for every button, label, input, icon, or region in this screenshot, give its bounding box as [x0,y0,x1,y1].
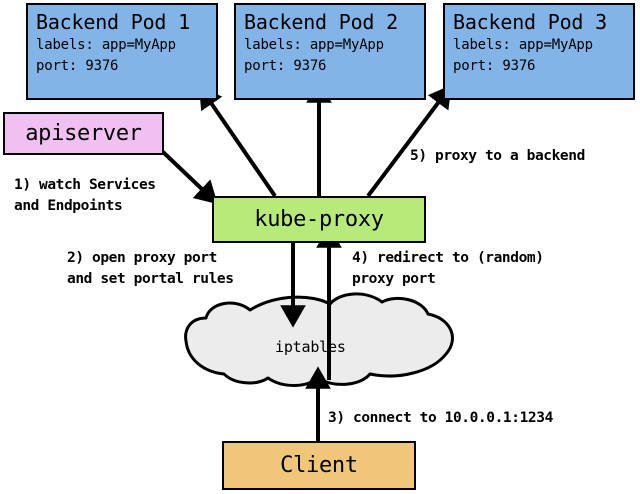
apiserver-box: apiserver [3,112,164,155]
arrow-kubeproxy-to-pod3 [366,84,452,198]
iptables-label: iptables [275,338,346,356]
step-1-line-1: 1) watch Services [14,177,156,193]
backend-pod-1-title: Backend Pod 1 [36,10,190,34]
step-3-line-1: 3) connect to 10.0.0.1:1234 [328,410,553,426]
step-3-label: 3) connect to 10.0.0.1:1234 [328,408,553,429]
backend-pod-1-box: Backend Pod 1 labels: app=MyApp port: 93… [26,3,218,100]
arrow-apiserver-to-kubeproxy [161,150,218,205]
step-2-line-1: 2) open proxy port [67,250,217,266]
step-2-line-2: and set portal rules [67,271,234,287]
iptables-cloud [184,292,454,387]
step-4-label: 4) redirect to (random) proxy port [352,248,544,290]
backend-pod-1-port: port: 9376 [36,58,119,74]
backend-pod-1-labels: labels: app=MyApp [36,37,176,53]
backend-pod-3-port: port: 9376 [453,58,536,74]
backend-pod-3-box: Backend Pod 3 labels: app=MyApp port: 93… [443,3,635,100]
step-4-line-1: 4) redirect to (random) [352,250,544,266]
arrow-kubeproxy-to-pod1 [199,85,277,198]
backend-pod-3-labels: labels: app=MyApp [453,37,593,53]
backend-pod-2-title: Backend Pod 2 [244,10,398,34]
kube-proxy-label: kube-proxy [254,207,384,232]
step-1-label: 1) watch Services and Endpoints [14,175,156,217]
backend-pod-2-box: Backend Pod 2 labels: app=MyApp port: 93… [234,3,426,100]
client-box: Client [222,441,416,490]
step-5-label: 5) proxy to a backend [410,146,585,167]
step-1-line-2: and Endpoints [14,198,123,214]
backend-pod-2-labels: labels: app=MyApp [244,37,384,53]
step-5-line-1: 5) proxy to a backend [410,148,585,164]
backend-pod-2-port: port: 9376 [244,58,327,74]
step-4-line-2: proxy port [352,271,436,287]
client-label: Client [280,453,358,478]
apiserver-label: apiserver [25,121,142,146]
kube-proxy-box: kube-proxy [212,196,426,243]
backend-pod-3-title: Backend Pod 3 [453,10,607,34]
step-2-label: 2) open proxy port and set portal rules [67,248,234,290]
